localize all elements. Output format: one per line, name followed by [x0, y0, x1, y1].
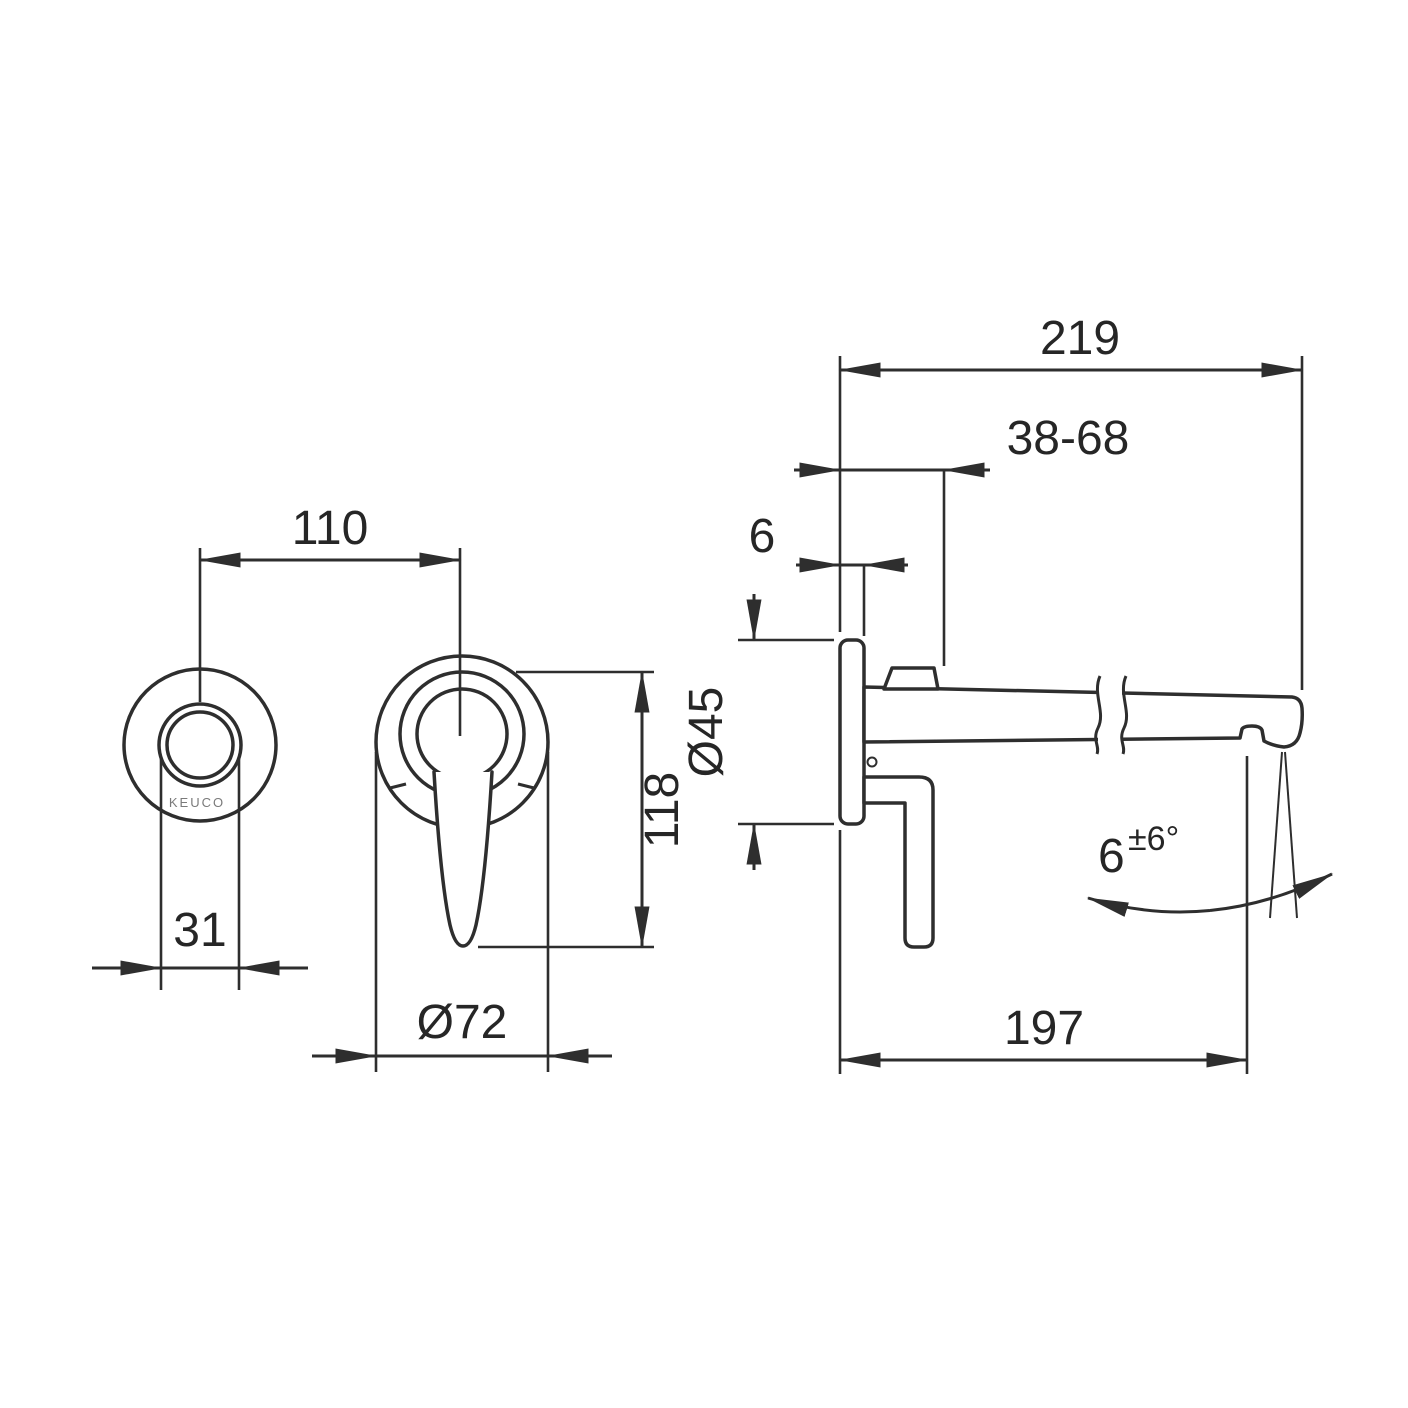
break-line-right: [1120, 675, 1129, 755]
hot-indicator-tick: [517, 782, 535, 790]
angle-ref-line-left: [1269, 751, 1283, 919]
dim-110: 110: [198, 502, 462, 736]
dim-label-cap: 31: [173, 904, 226, 957]
brand-logo: KEUCO: [169, 795, 225, 810]
dim-6: 6: [749, 510, 908, 636]
wall-plate-side: [838, 638, 866, 826]
dim-197: 197: [838, 756, 1249, 1074]
mixer-front-view: [374, 654, 550, 948]
dim-45: Ø45: [680, 594, 834, 870]
dim-118: 118: [478, 670, 689, 949]
valve-cap-inner-ring: [165, 710, 235, 780]
dim-label-height: 118: [636, 772, 689, 849]
flow-adjuster: [882, 666, 940, 691]
dim-label-depth-total: 219: [1040, 312, 1120, 365]
dim-label-angle-tolerance: ±6°: [1128, 820, 1179, 858]
handle-ring-inner: [415, 687, 509, 781]
dim-label-angle: 6: [1098, 830, 1125, 883]
lever-side: [862, 775, 935, 949]
spout-body: [862, 685, 1304, 749]
dim-72: Ø72: [312, 752, 612, 1072]
cold-indicator-tick: [389, 782, 407, 790]
lever-mask: [434, 772, 492, 946]
dim-219: 219: [838, 312, 1304, 690]
dim-label-projection: 197: [1004, 1002, 1084, 1055]
angle-arc-left: [1086, 896, 1211, 917]
break-line-left: [1094, 675, 1103, 755]
valve-cap-outer-ring: [157, 702, 243, 788]
spout-side-view: [838, 638, 1304, 949]
break-mask: [1098, 684, 1122, 744]
dim-label-depth-range: 38-68: [1007, 412, 1130, 465]
plate-screw: [866, 756, 878, 768]
angle-arc-right: [1209, 872, 1334, 912]
dim-38-68: 38-68: [794, 412, 1129, 666]
dim-label-plate: 6: [749, 510, 776, 563]
dim-label-escutcheon: Ø72: [417, 996, 508, 1049]
lever-handle: [432, 770, 494, 948]
dim-31: 31: [92, 758, 308, 990]
dim-label-offset: 110: [292, 502, 369, 555]
dim-label-flange: Ø45: [680, 687, 733, 778]
dim-angle: 6 ±6°: [1086, 751, 1334, 919]
